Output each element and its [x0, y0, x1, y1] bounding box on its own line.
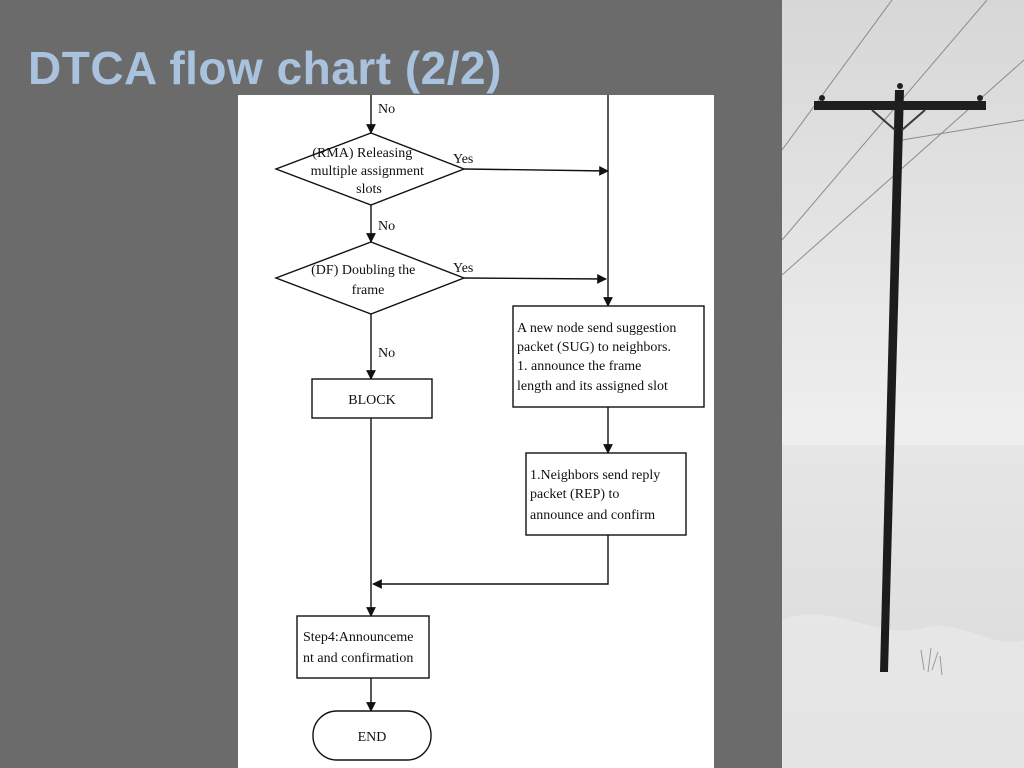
edge-rma-yes	[463, 165, 609, 176]
end-text: END	[358, 730, 387, 745]
block-shape	[311, 378, 433, 419]
weeds	[920, 647, 943, 676]
block-text: BLOCK	[348, 393, 395, 408]
utility-pole-icon	[814, 83, 986, 672]
flowchart: No No No Yes Yes (RMA) Releasing multipl…	[274, 95, 705, 761]
rma-decision-shape	[274, 132, 466, 206]
flowchart-panel: No No No Yes Yes (RMA) Releasing multipl…	[238, 95, 714, 768]
rep-text: 1.Neighbors send reply packet (REP) to a…	[530, 468, 664, 523]
snow-drift	[782, 614, 1024, 768]
utility-pole-photo	[782, 0, 1024, 768]
label-rma-yes: Yes	[453, 152, 473, 167]
sug-shape	[512, 305, 705, 408]
label-df-no: No	[378, 346, 395, 361]
rma-decision-text: (RMA) Releasing multiple assignment slot…	[311, 146, 428, 197]
end-shape	[312, 710, 432, 761]
edge-rep-merge	[372, 535, 609, 589]
edge-df-yes	[463, 274, 607, 284]
sug-text: A new node send suggestion packet (SUG) …	[517, 321, 680, 394]
utility-pole-image	[782, 0, 1024, 768]
rep-shape	[525, 452, 687, 536]
df-decision-text: (DF) Doubling the frame	[311, 263, 419, 298]
slide-title: DTCA flow chart (2/2)	[28, 42, 502, 94]
step4-text: Step4:Announceme nt and confirmation	[303, 630, 417, 666]
df-decision-shape	[274, 241, 466, 315]
label-top-no: No	[378, 102, 395, 117]
label-rma-no: No	[378, 219, 395, 234]
label-df-yes: Yes	[453, 261, 473, 276]
step4-shape	[296, 615, 430, 679]
